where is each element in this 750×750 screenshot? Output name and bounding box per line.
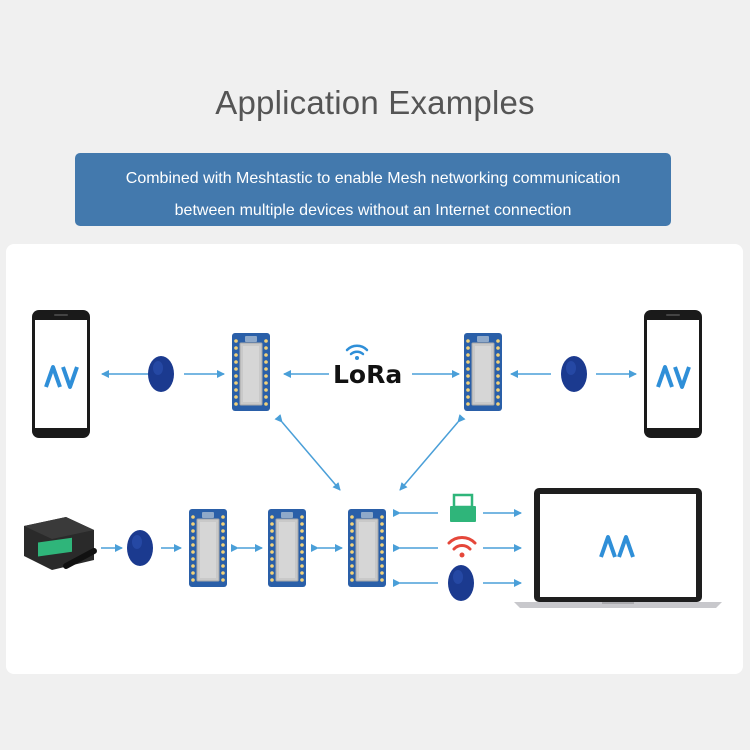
smartphone-icon: [30, 308, 92, 440]
bluetooth-fob-icon: [148, 356, 174, 392]
lora-board-icon: [267, 508, 307, 588]
bluetooth-fob-icon: [561, 356, 587, 392]
lora-board-icon: [347, 508, 387, 588]
wifi-icon: [345, 344, 369, 360]
bluetooth-fob-icon: [127, 530, 153, 566]
relay-module-icon: [24, 517, 97, 570]
meshtastic-logo-icon: [599, 535, 635, 558]
usb-dongle-icon: [450, 493, 476, 522]
bluetooth-fob-icon: [448, 565, 474, 601]
lora-board-icon: [188, 508, 228, 588]
lora-board-icon: [463, 332, 503, 412]
arrow: [399, 414, 466, 491]
laptop-icon: [514, 488, 722, 608]
smartphone-icon: [642, 308, 704, 440]
lora-label: LoRa: [333, 360, 402, 389]
lora-board-icon: [231, 332, 271, 412]
description-banner: Combined with Meshtastic to enable Mesh …: [75, 153, 671, 226]
wifi-icon: [447, 536, 477, 558]
banner-line-2: between multiple devices without an Inte…: [174, 202, 572, 219]
network-diagram: LoRa: [24, 308, 722, 608]
banner-line-1: Combined with Meshtastic to enable Mesh …: [125, 170, 621, 187]
phone-left: [30, 308, 92, 440]
diagram-panel: LoRa: [6, 244, 743, 674]
page-title: Application Examples: [215, 84, 535, 121]
arrow: [274, 414, 341, 491]
phone-right: [642, 308, 704, 440]
